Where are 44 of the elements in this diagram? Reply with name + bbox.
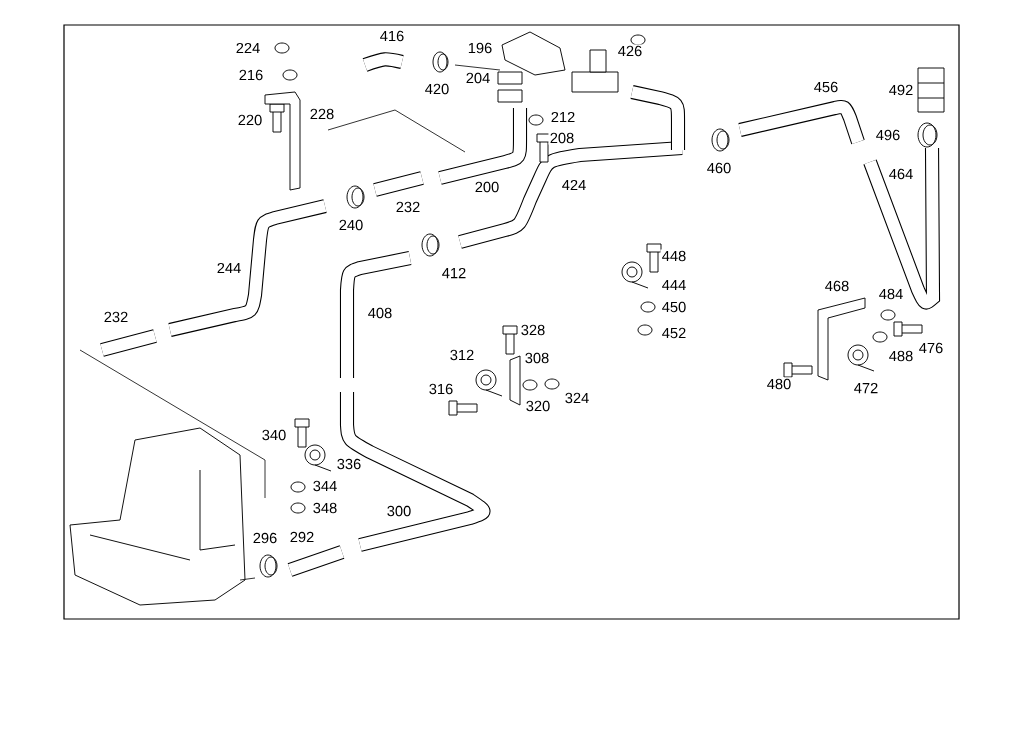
callout-number: 456 xyxy=(812,80,840,94)
callout-number: 348 xyxy=(311,501,339,515)
callout-number: 448 xyxy=(660,249,688,263)
callout-number: 464 xyxy=(887,167,915,181)
callout-number: 444 xyxy=(660,278,688,292)
callout-number: 324 xyxy=(563,391,591,405)
callout-number: 416 xyxy=(378,29,406,43)
callout-number: 472 xyxy=(852,381,880,395)
callout-number: 216 xyxy=(237,68,265,82)
callout-number: 312 xyxy=(448,348,476,362)
callout-number: 408 xyxy=(366,306,394,320)
callout-number: 212 xyxy=(549,110,577,124)
callout-number: 300 xyxy=(385,504,413,518)
callout-number: 496 xyxy=(874,128,902,142)
callout-number: 452 xyxy=(660,326,688,340)
callout-number: 204 xyxy=(464,71,492,85)
callout-number: 320 xyxy=(524,399,552,413)
callout-number: 460 xyxy=(705,161,733,175)
callout-number: 196 xyxy=(466,41,494,55)
callout-number: 240 xyxy=(337,218,365,232)
callout-number: 220 xyxy=(236,113,264,127)
callout-number: 232 xyxy=(394,200,422,214)
callout-number: 232 xyxy=(102,310,130,324)
callout-number: 328 xyxy=(519,323,547,337)
callout-number: 468 xyxy=(823,279,851,293)
callout-number: 476 xyxy=(917,341,945,355)
callout-number: 412 xyxy=(440,266,468,280)
callout-number: 488 xyxy=(887,349,915,363)
callout-number: 296 xyxy=(251,531,279,545)
callout-number: 316 xyxy=(427,382,455,396)
callout-number: 336 xyxy=(335,457,363,471)
callout-number: 420 xyxy=(423,82,451,96)
callout-number: 484 xyxy=(877,287,905,301)
callout-number: 450 xyxy=(660,300,688,314)
callout-number: 200 xyxy=(473,180,501,194)
callout-number: 340 xyxy=(260,428,288,442)
callout-number: 292 xyxy=(288,530,316,544)
callout-number: 344 xyxy=(311,479,339,493)
callout-number: 244 xyxy=(215,261,243,275)
callout-number: 308 xyxy=(523,351,551,365)
callout-number: 228 xyxy=(308,107,336,121)
callout-number: 492 xyxy=(887,83,915,97)
callout-number: 424 xyxy=(560,178,588,192)
callout-number: 224 xyxy=(234,41,262,55)
